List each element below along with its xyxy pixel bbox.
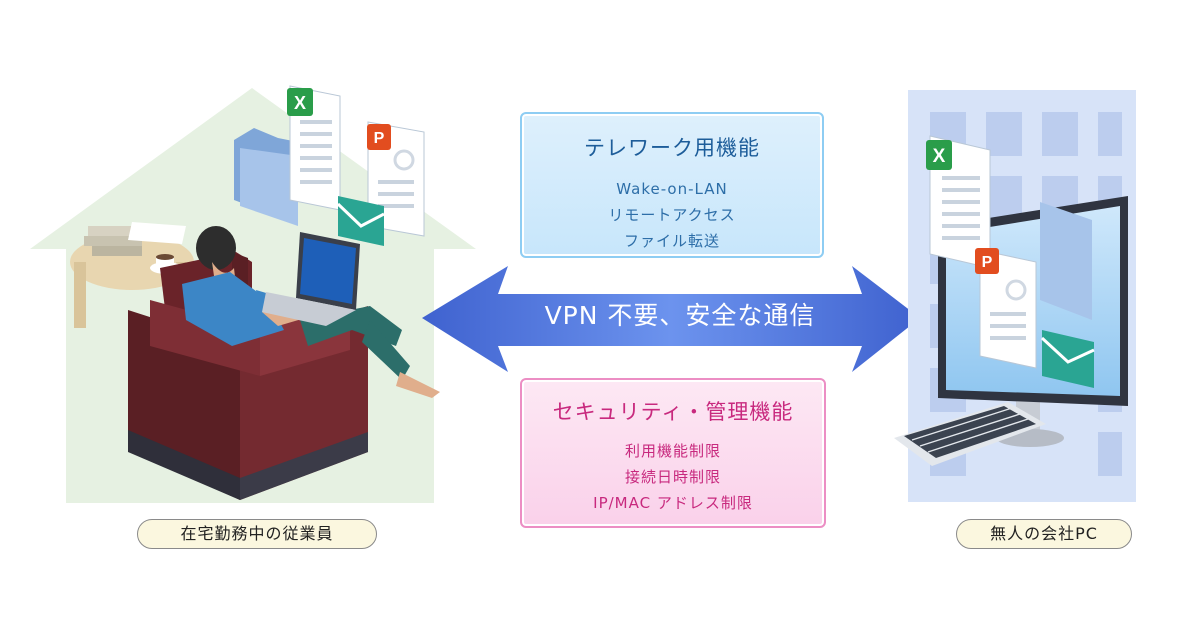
svg-text:X: X	[933, 146, 946, 167]
telework-features-title: テレワーク用機能	[584, 136, 760, 160]
security-features-box: セキュリティ・管理機能 利用機能制限 接続日時制限 IP/MAC アドレス制限	[520, 378, 826, 528]
vpn-connection-label: VPN 不要、安全な通信	[544, 301, 816, 330]
right-mail-icon	[1040, 330, 1095, 388]
security-features-title: セキュリティ・管理機能	[552, 400, 794, 424]
feature-connection-time-restriction: 接続日時制限	[624, 468, 721, 486]
svg-text:X: X	[294, 93, 306, 113]
svg-text:P: P	[374, 130, 385, 147]
right-excel-doc-icon: X	[926, 135, 991, 269]
feature-ip-mac-restriction: IP/MAC アドレス制限	[593, 494, 753, 512]
telework-features-box: テレワーク用機能 Wake-on-LAN リモートアクセス ファイル転送	[520, 112, 824, 258]
feature-usage-restriction: 利用機能制限	[624, 442, 721, 460]
feature-file-transfer: ファイル転送	[623, 232, 720, 250]
left-folder-icon	[234, 128, 298, 226]
office-pc-caption: 無人の会社PC	[956, 519, 1132, 549]
bidirectional-arrow	[422, 266, 920, 372]
left-mail-icon	[336, 196, 385, 246]
laptop-icon	[262, 232, 360, 326]
remote-employee-caption: 在宅勤務中の従業員	[137, 519, 377, 549]
keyboard-icon	[894, 402, 1046, 466]
feature-wake-on-lan: Wake-on-LAN	[616, 180, 728, 198]
feature-remote-access: リモートアクセス	[608, 206, 736, 224]
svg-text:P: P	[982, 254, 993, 271]
left-excel-doc-icon: X	[287, 85, 341, 211]
right-ppt-doc-icon: P	[975, 248, 1037, 369]
